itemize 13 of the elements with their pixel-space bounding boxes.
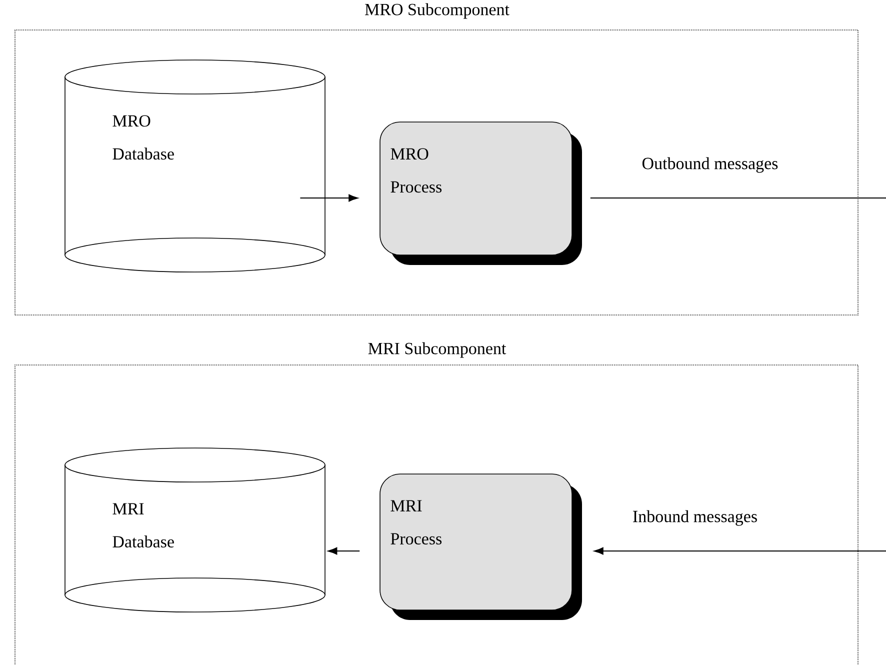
edge-label: Outbound messages bbox=[640, 156, 780, 174]
edge-label: Inbound messages bbox=[631, 509, 759, 527]
frame-heading: MRO Subcomponent bbox=[365, 3, 510, 19]
process-box: MRI Process bbox=[380, 474, 582, 620]
database-cylinder: MRO Database bbox=[64, 60, 326, 272]
arrow bbox=[328, 547, 360, 555]
frame-heading: MRI Subcomponent bbox=[368, 342, 506, 358]
process-box: MRO Process bbox=[380, 122, 582, 265]
arrow bbox=[300, 194, 358, 202]
arrow bbox=[594, 547, 886, 555]
subcomponent-frame bbox=[14, 3, 858, 316]
database-cylinder: MRI Database bbox=[64, 448, 326, 612]
subcomponent-frame bbox=[14, 342, 858, 665]
